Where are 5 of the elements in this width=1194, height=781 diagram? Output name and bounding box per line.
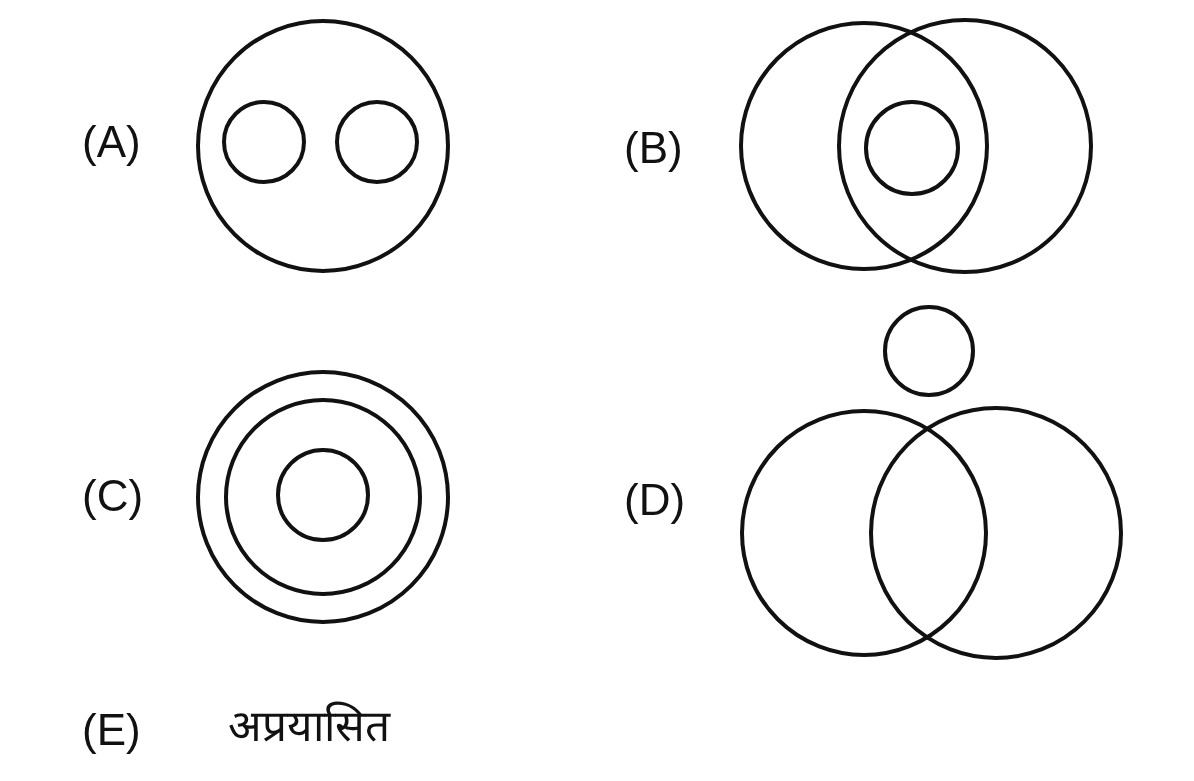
option-label: (A) [82,120,141,164]
option-label: (B) [624,126,683,170]
option-label: (D) [624,478,686,522]
option-label: (E) [82,708,141,752]
option-label: (C) [82,474,144,518]
